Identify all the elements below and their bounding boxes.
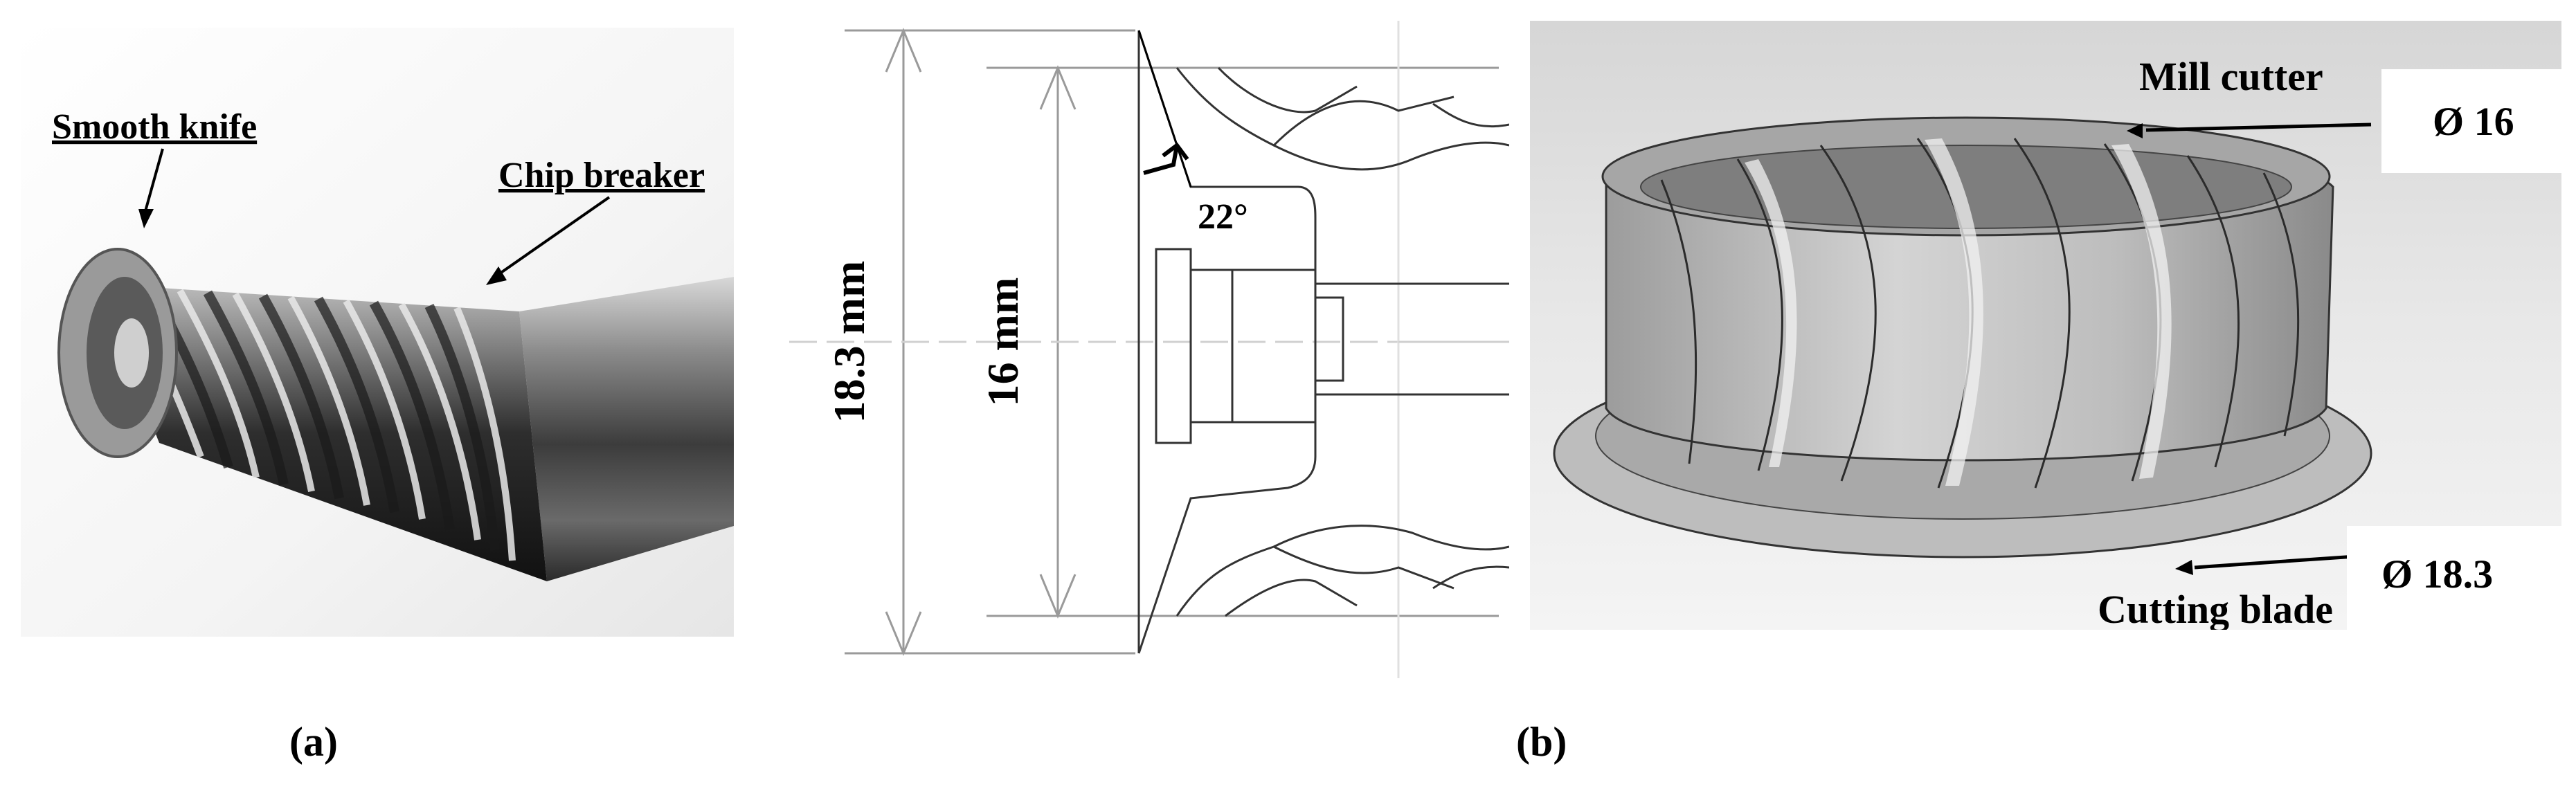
smooth-knife-label: Smooth knife: [52, 107, 257, 147]
drawing-svg: 18.3 mm 16 mm 22°: [789, 21, 1509, 678]
cross-section-drawing: 18.3 mm 16 mm 22°: [789, 21, 1509, 678]
caption-a: (a): [289, 719, 338, 765]
cutting-blade-label: Cutting blade: [2098, 587, 2333, 630]
angle-label: 22°: [1198, 197, 1248, 237]
diameter-box-small: Ø 16: [2381, 69, 2568, 173]
caption-b: (b): [1516, 719, 1567, 765]
chip-breaker-label: Chip breaker: [498, 156, 705, 195]
cutter-photo-illustration: Smooth knife Chip breaker: [21, 28, 734, 637]
diameter-small-label: Ø 16: [2433, 99, 2514, 144]
diameter-box-large: Ø 18.3: [2347, 526, 2561, 630]
photo-panel: Smooth knife Chip breaker: [21, 28, 734, 637]
diameter-large-label: Ø 18.3: [2381, 552, 2494, 597]
mill-cutter-label: Mill cutter: [2139, 54, 2323, 99]
inner-diameter-label: 16 mm: [978, 278, 1027, 407]
outer-diameter-label: 18.3 mm: [825, 261, 874, 424]
